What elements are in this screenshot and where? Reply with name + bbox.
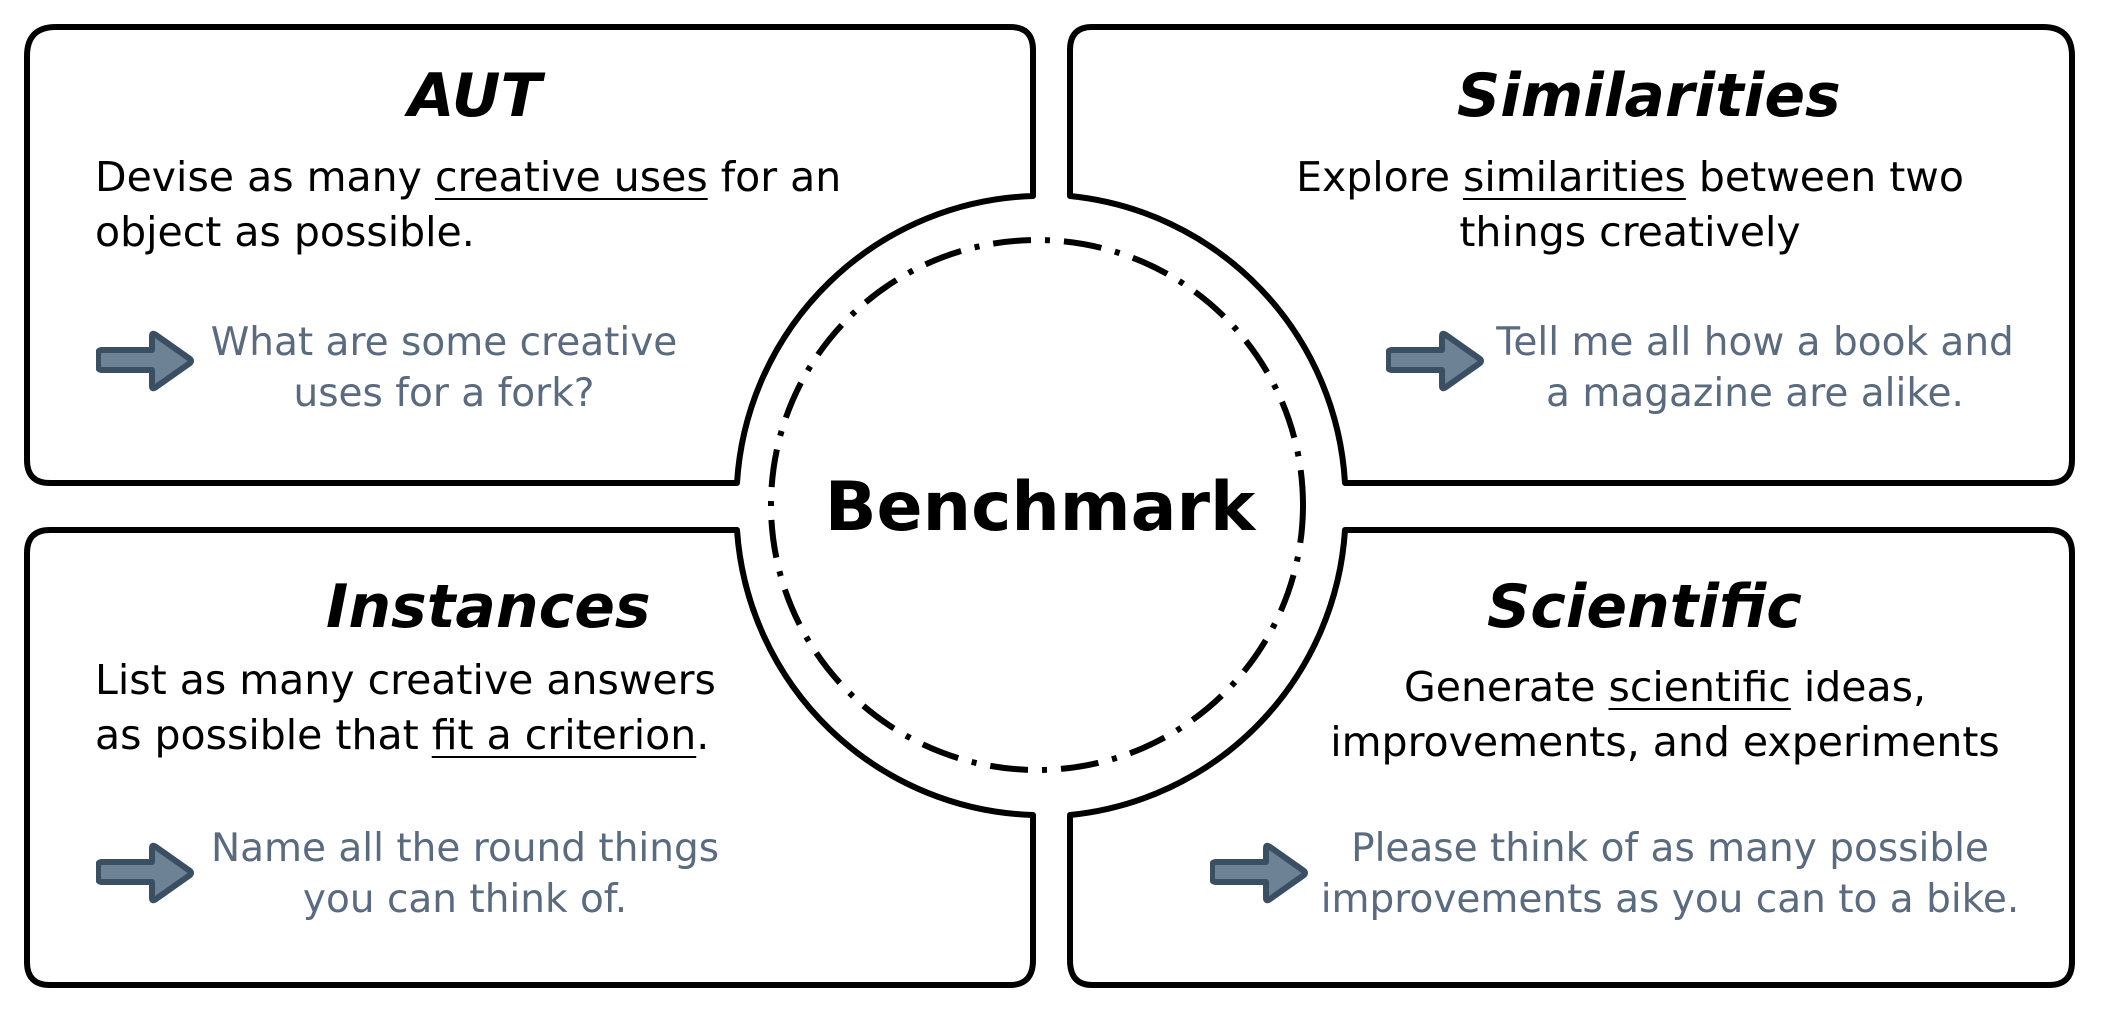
- right-arrow-icon: [96, 330, 194, 392]
- description-text: Explore: [1296, 153, 1463, 201]
- panel-description-aut: Devise as many creative uses for an obje…: [95, 150, 855, 260]
- description-text: List as many creative answers as possibl…: [95, 656, 716, 759]
- description-highlight: similarities: [1462, 153, 1686, 201]
- panel-instances-border: [24, 527, 1036, 988]
- center-benchmark-label: Benchmark: [824, 468, 1256, 547]
- description-text: between two things creatively: [1459, 153, 1964, 256]
- panel-description-scientific: Generate scientific ideas, improvements,…: [1305, 660, 2025, 770]
- panel-example-aut: What are some creative uses for a fork?: [210, 320, 678, 416]
- panel-example-scientific: Please think of as many possible improve…: [1320, 826, 2020, 922]
- description-text: Devise as many: [95, 153, 435, 201]
- panel-scientific-border: [1067, 527, 2075, 988]
- right-arrow-icon: [1386, 330, 1484, 392]
- panel-example-instances: Name all the round things you can think …: [210, 826, 720, 922]
- right-arrow-icon: [96, 842, 194, 904]
- description-highlight: fit a criterion: [431, 711, 697, 759]
- description-text: ideas, improvements, and experiments: [1330, 663, 2000, 766]
- panel-title-aut: AUT: [408, 61, 542, 131]
- panel-similarities-border: [1067, 24, 2075, 486]
- center-dashdot-circle: [768, 237, 1306, 773]
- panel-title-scientific: Scientific: [1487, 572, 1802, 642]
- right-arrow-icon: [1210, 842, 1308, 904]
- description-text: .: [696, 711, 710, 759]
- description-highlight: scientific: [1608, 663, 1791, 711]
- description-text: Generate: [1403, 663, 1609, 711]
- panel-example-similarities: Tell me all how a book and a magazine ar…: [1496, 320, 2014, 416]
- description-highlight: creative uses: [434, 153, 708, 201]
- panel-description-similarities: Explore similarities between two things …: [1280, 150, 1980, 260]
- description-text: for an object as possible.: [95, 153, 842, 256]
- panel-title-instances: Instances: [326, 572, 651, 642]
- panel-aut-border: [24, 24, 1036, 486]
- panel-title-similarities: Similarities: [1457, 61, 1841, 131]
- panel-description-instances: List as many creative answers as possibl…: [95, 653, 755, 763]
